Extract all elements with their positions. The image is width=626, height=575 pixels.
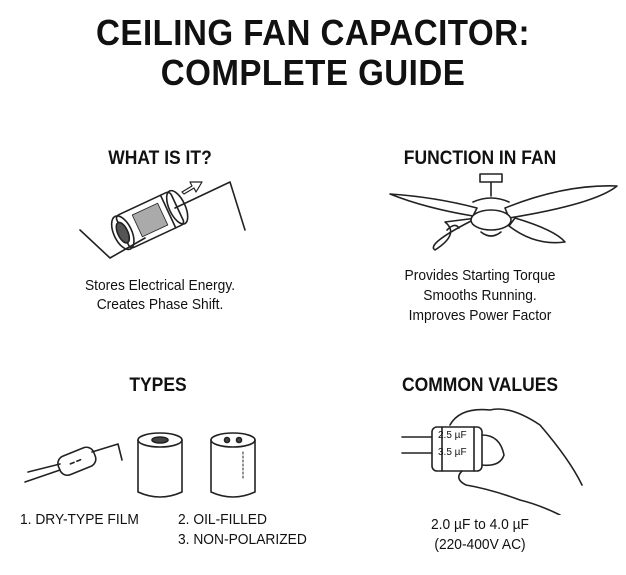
title-line-2: COMPLETE GUIDE xyxy=(160,52,466,93)
function-line-3: Improves Power Factor xyxy=(408,307,552,324)
capacitor-label-bottom: 3.5 µF xyxy=(438,447,467,458)
oil-filled-capacitor-icon xyxy=(137,432,183,498)
capacitor-label-top: 2.5 µF xyxy=(438,430,467,441)
type-oil-filled: 2. OIL-FILLED xyxy=(178,511,267,528)
title-line-1: CEILING FAN CAPACITOR: xyxy=(96,12,530,53)
hand-holding-capacitor-illustration xyxy=(401,408,583,515)
values-voltage: (220-400V AC) xyxy=(434,536,526,553)
dry-type-film-capacitor-icon xyxy=(24,443,123,483)
function-line-1: Provides Starting Torque xyxy=(404,267,556,284)
what-line-1: Stores Electrical Energy. xyxy=(84,277,236,294)
what-line-2: Creates Phase Shift. xyxy=(96,296,224,313)
type-dry-film: 1. DRY-TYPE FILM xyxy=(20,511,139,528)
function-line-2: Smooths Running. xyxy=(423,287,537,304)
heading-types: TYPES xyxy=(129,375,187,396)
heading-function-in-fan: FUNCTION IN FAN xyxy=(403,148,557,169)
heading-what-is-it: WHAT IS IT? xyxy=(108,148,212,169)
ceiling-fan-illustration xyxy=(389,173,618,251)
non-polarized-capacitor-icon xyxy=(210,432,256,498)
type-non-polarized: 3. NON-POLARIZED xyxy=(178,531,307,548)
heading-common-values: COMMON VALUES xyxy=(401,375,559,396)
values-range: 2.0 µF to 4.0 µF xyxy=(431,516,529,533)
capacitor-illustration xyxy=(79,181,246,259)
